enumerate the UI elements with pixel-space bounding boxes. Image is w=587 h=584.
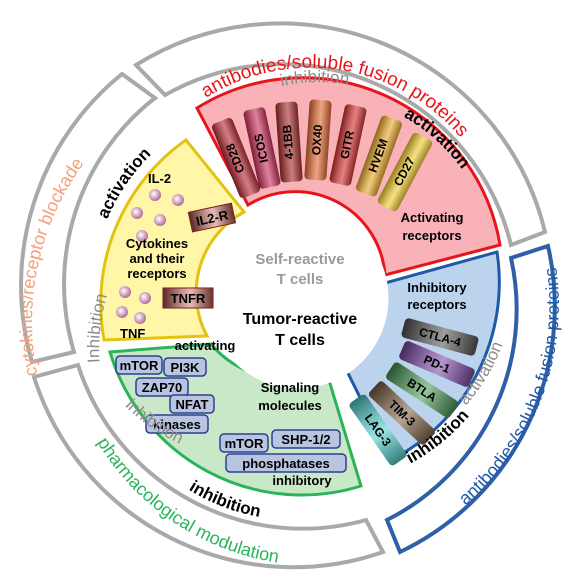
tnfr-label: TNFR	[171, 291, 206, 306]
activating-receptor-ox40: OX40	[304, 99, 332, 181]
activating-receptor-icos: ICOS	[243, 107, 281, 189]
top-ring-inhibition: inhibition	[278, 67, 350, 90]
signaling-box-label: mTOR	[225, 436, 264, 451]
activating-receptor-label: OX40	[309, 124, 325, 156]
outer-ring	[19, 21, 557, 570]
self-reactive-label-2: T cells	[277, 271, 324, 288]
il2r-receptor: IL2-R	[187, 202, 237, 233]
signaling-activating-label: activating	[175, 338, 236, 353]
signaling-box-mtor: mTOR	[219, 433, 269, 453]
activating-receptor-cd28: CD28	[212, 117, 260, 199]
signaling-box-label: SHP-1/2	[281, 432, 330, 447]
signaling-box-mtor: mTOR	[115, 355, 163, 375]
signaling-box-label: PI3K	[171, 360, 201, 375]
tumor-reactive-label: Tumor-reactive	[243, 311, 358, 328]
signaling-box-pi3k: PI3K	[163, 357, 207, 377]
activating-receptor-4-1bb: 4-1BB	[275, 101, 303, 183]
signaling-inhibitory-label: inhibitory	[272, 473, 332, 488]
activating-receptor-label: GITR	[337, 129, 357, 160]
activating-receptor-gitr: GITR	[329, 104, 367, 186]
activating-receptor-hvem: HVEM	[356, 115, 402, 197]
activating-receptors-label-2: receptors	[402, 228, 461, 243]
inhibitory-receptors-label: Inhibitory	[407, 280, 467, 295]
activating-receptor-label: 4-1BB	[280, 124, 296, 160]
cytokines-label-2: and their	[130, 251, 185, 266]
signaling-box-shp-1-2: SHP-1/2	[271, 429, 341, 449]
outer-ring-left	[19, 71, 159, 365]
signaling-box-kinases: kinases	[145, 414, 209, 434]
il2-cytokine-cluster	[131, 189, 184, 242]
tnfr-receptor: TNFR	[162, 287, 214, 309]
tnf-cytokine-cluster	[116, 286, 151, 324]
center-circle	[207, 207, 389, 389]
il2-label: IL-2	[148, 171, 171, 186]
signaling-molecules-label-2: molecules	[258, 398, 322, 413]
activating-receptors-label: Activating	[401, 210, 464, 225]
signaling-molecules-label: Signaling	[261, 380, 320, 395]
signaling-box-label: kinases	[153, 417, 201, 432]
inhibitory-receptors-label-2: receptors	[407, 297, 466, 312]
signaling-box-label: NFAT	[176, 397, 209, 412]
inhibitory-receptor-pd-1: PD-1	[399, 341, 475, 387]
signaling-box-nfat: NFAT	[169, 394, 215, 414]
tnf-label: TNF	[120, 326, 145, 341]
signaling-box-zap70: ZAP70	[135, 377, 189, 397]
self-reactive-label: Self-reactive	[255, 251, 344, 268]
outer-ring-bottom	[31, 362, 386, 570]
signaling-box-label: phosphatases	[242, 456, 329, 471]
tumor-reactive-label-2: T cells	[275, 332, 325, 349]
cytokines-label-3: receptors	[127, 266, 186, 281]
signaling-box-label: mTOR	[120, 358, 159, 373]
left-ring-title: cytokines/receptor blockade	[16, 154, 87, 378]
outer-ring-right	[384, 243, 557, 555]
signaling-box-phosphatases: phosphatases	[225, 453, 347, 473]
outer-ring-top	[132, 21, 548, 248]
activating-receptor-label: ICOS	[251, 132, 271, 164]
il2r-label: IL2-R	[195, 207, 231, 229]
cytokines-label: Cytokines	[126, 236, 188, 251]
signaling-box-label: ZAP70	[142, 380, 182, 395]
